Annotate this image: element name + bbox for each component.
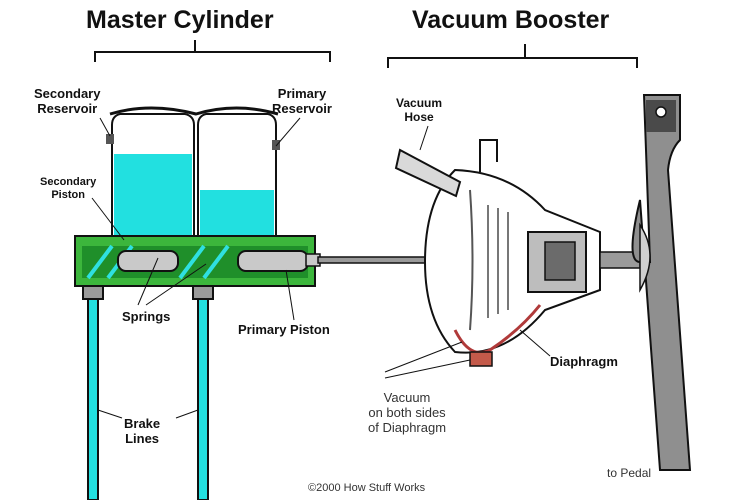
reservoirs bbox=[106, 106, 280, 239]
primary-piston bbox=[237, 250, 309, 272]
leader-lines bbox=[91, 117, 551, 419]
secondary-piston-label: Secondary Piston bbox=[40, 176, 97, 201]
master-cylinder-heading: Master Cylinder bbox=[86, 6, 274, 34]
springs-label: Springs bbox=[122, 309, 171, 324]
brake-pedal bbox=[631, 94, 692, 471]
master-cylinder-body bbox=[74, 235, 321, 287]
diaphragm-label: Diaphragm bbox=[550, 354, 618, 369]
to-pedal-label: to Pedal bbox=[607, 466, 652, 480]
secondary-piston bbox=[117, 250, 179, 272]
primary-piston-label: Primary Piston bbox=[238, 322, 330, 337]
vacuum-booster bbox=[394, 139, 641, 367]
vacuum-hose-label: Vacuum Hose bbox=[396, 96, 443, 124]
diaphragm bbox=[453, 304, 542, 354]
vacuum-booster-bracket bbox=[387, 57, 638, 68]
secondary-reservoir-label: Secondary Reservoir bbox=[34, 86, 101, 116]
vacuum-note-label: Vacuum on both sides of Diaphragm bbox=[368, 390, 447, 435]
vacuum-booster-heading: Vacuum Booster bbox=[412, 6, 610, 34]
master-cylinder-bracket bbox=[94, 51, 331, 62]
brake-lines-label: Brake Lines bbox=[124, 416, 161, 446]
copyright-label: ©2000 How Stuff Works bbox=[308, 482, 426, 494]
primary-reservoir-label: Primary Reservoir bbox=[272, 86, 332, 116]
vacuum-hose bbox=[394, 148, 462, 198]
